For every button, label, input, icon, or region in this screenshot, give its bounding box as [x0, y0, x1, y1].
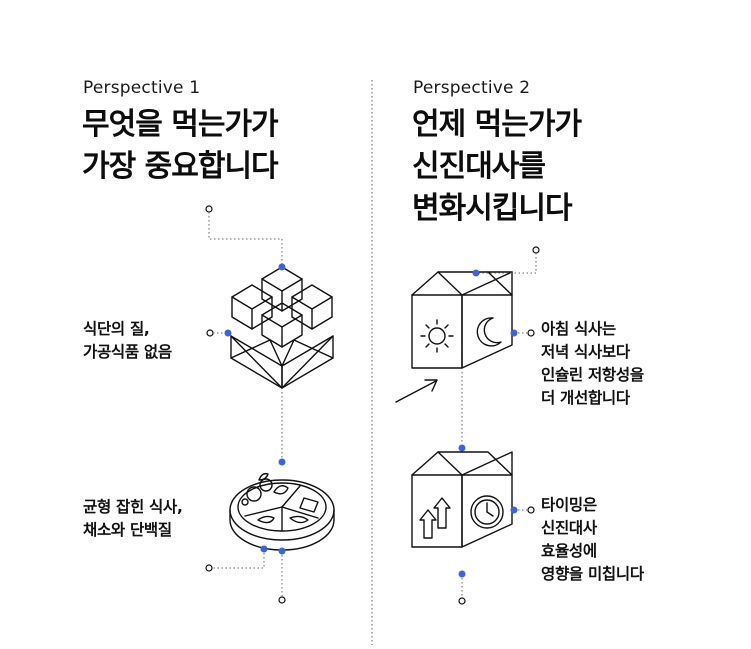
sun-moon-cube-icon: [411, 271, 513, 369]
right-connector-top: [472, 246, 540, 277]
clock-cube-icon: [411, 451, 513, 548]
left-connector-bottom: [205, 545, 286, 604]
stacked-cubes-icon: [230, 266, 334, 389]
left-callout-diet-quality: 식단의 질, 가공식품 없음: [83, 320, 172, 361]
left-connector-top: [205, 205, 286, 271]
right-eyebrow: Perspective 2: [413, 78, 531, 98]
left-headline: 무엇을 먹는가가 가장 중요합니다: [82, 107, 279, 184]
right-connector-callout-2: [510, 506, 535, 514]
left-connector-vertical: [278, 392, 286, 466]
right-headline: 언제 먹는가가 신진대사를 변화시킵니다: [412, 107, 582, 226]
left-connector-callout-1: [206, 329, 232, 337]
arrow-icon: [395, 379, 438, 403]
right-connector-callout-1: [510, 329, 535, 337]
right-callout-breakfast: 아침 식사는 저녁 식사보다 인슐린 저항성을 더 개선합니다: [541, 320, 644, 407]
right-connector-bottom: [458, 570, 466, 605]
left-eyebrow: Perspective 1: [83, 78, 201, 98]
right-connector-vertical: [458, 372, 466, 452]
food-plate-icon: [229, 472, 335, 551]
left-callout-balanced-meal: 균형 잡힌 식사, 채소와 단백질: [83, 498, 183, 539]
right-callout-timing: 타이밍은 신진대사 효율성에 영향을 미칩니다: [541, 496, 644, 583]
